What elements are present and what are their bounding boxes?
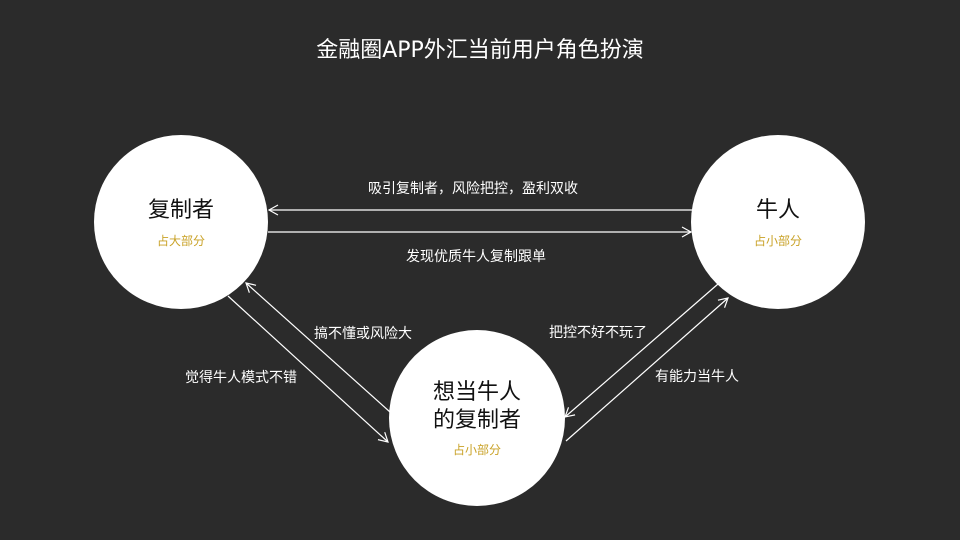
node-want-share: 占小部分	[452, 442, 501, 457]
arrow-bull-to-want	[564, 283, 719, 418]
arrow-want-to-copier	[245, 282, 391, 413]
node-want-name-line1: 想当牛人	[432, 379, 521, 405]
edge-label-discover: 发现优质牛人复制跟单	[406, 249, 546, 265]
node-bull-name: 牛人	[755, 197, 800, 223]
node-copier: 复制者 占大部分	[94, 135, 268, 309]
page-title: 金融圈APP外汇当前用户角色扮演	[316, 38, 644, 63]
node-bull-share: 占小部分	[753, 233, 802, 248]
node-want-to-be-bull: 想当牛人 的复制者 占小部分	[389, 330, 565, 506]
node-want-name-line2: 的复制者	[432, 407, 521, 433]
edge-label-capable: 有能力当牛人	[655, 369, 739, 385]
edge-label-attract: 吸引复制者，风险把控，盈利双收	[368, 181, 578, 197]
arrow-copier-to-want	[227, 295, 389, 443]
node-copier-name: 复制者	[147, 197, 214, 223]
edge-label-cantcontrol: 把控不好不玩了	[549, 325, 647, 341]
edge-label-confused: 搞不懂或风险大	[314, 326, 412, 342]
arrow-want-to-bull	[565, 297, 729, 442]
node-copier-share: 占大部分	[156, 233, 205, 248]
node-bull: 牛人 占小部分	[691, 135, 865, 309]
edge-label-goodmode: 觉得牛人模式不错	[185, 370, 297, 386]
